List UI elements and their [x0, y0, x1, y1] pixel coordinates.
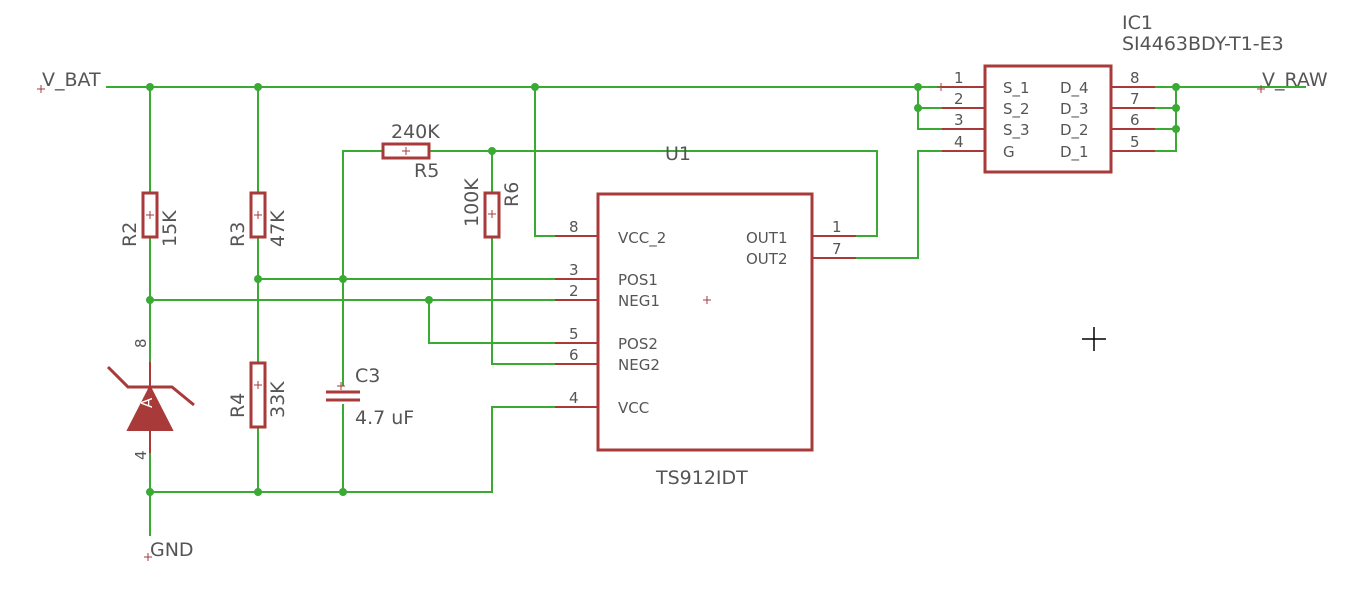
u1-name: U1 [665, 143, 691, 165]
junction-dot [146, 296, 154, 304]
ic1-name: IC1 [1122, 12, 1153, 34]
u1-pin-number: 3 [569, 261, 579, 279]
u1-body [596, 192, 814, 452]
u1-pin-label: NEG2 [618, 356, 660, 374]
junction-dot [914, 83, 922, 91]
zener-diode[interactable]: 8 4 A [106, 338, 195, 460]
ic1-pin-label: D_4 [1060, 79, 1089, 98]
c3-name: C3 [355, 365, 380, 387]
ic1-body [983, 64, 1113, 174]
junction-dot [488, 147, 496, 155]
junction-dot [146, 83, 154, 91]
ic1-value: SI4463BDY-T1-E3 [1122, 33, 1284, 55]
u1-pin-number: 8 [569, 218, 579, 236]
junction-dot [339, 488, 347, 496]
junction-dot [1172, 83, 1180, 91]
r6-value: 100K [461, 178, 483, 227]
u1-pin-label: POS1 [618, 271, 658, 289]
ic1-pin-number: 2 [954, 90, 964, 108]
ic1-pin-number: 8 [1130, 69, 1140, 87]
ic1-pin-label: S_3 [1003, 121, 1030, 140]
ic1-pin-number: 7 [1130, 90, 1140, 108]
crosshair-cursor-icon [1082, 327, 1106, 351]
u1-value: TS912IDT [655, 467, 748, 489]
origin-marks [37, 85, 1265, 561]
r2-name: R2 [119, 222, 141, 247]
junction-dot [914, 104, 922, 112]
ic1-pin-number: 3 [954, 111, 964, 129]
u1-pin-number: 4 [569, 389, 579, 407]
u1-pin-label: POS2 [618, 335, 658, 353]
junction-dot [1172, 104, 1180, 112]
u1-pin-number: 2 [569, 282, 579, 300]
junctions [146, 83, 1180, 496]
ic1-pin-label: S_1 [1003, 79, 1030, 98]
ic1-pin-label: G [1003, 143, 1015, 161]
wires [106, 86, 1306, 536]
u1-pin-label: OUT2 [746, 250, 788, 268]
u1-pin-label: VCC_2 [618, 229, 666, 248]
diode-triangle [126, 384, 174, 431]
u1-pin-number: 5 [569, 325, 579, 343]
zener-mark: A [138, 397, 156, 408]
r4-value: 33K [267, 381, 289, 418]
resistor-r2[interactable]: R2 15K [119, 191, 181, 247]
junction-dot [254, 488, 262, 496]
ic1-pin-number: 6 [1130, 111, 1140, 129]
c3-value: 4.7 uF [355, 407, 414, 429]
u1-pin-label: NEG1 [618, 292, 660, 310]
r3-value: 47K [267, 210, 289, 247]
zener-pin-bottom: 4 [132, 450, 150, 460]
r5-name: R5 [414, 160, 439, 182]
junction-dot [339, 275, 347, 283]
u1-pin-label: OUT1 [746, 229, 788, 247]
r5-value: 240K [391, 121, 440, 143]
resistor-r5[interactable]: 240K R5 [381, 121, 440, 182]
net-label-v-raw: V_RAW [1262, 69, 1328, 91]
r3-name: R3 [227, 222, 249, 247]
capacitor-c3[interactable]: C3 4.7 uF [326, 365, 414, 429]
r2-value: 15K [159, 210, 181, 247]
junction-dot [254, 275, 262, 283]
ic1-pin-label: D_3 [1060, 100, 1089, 119]
net-label-gnd: GND [150, 539, 194, 561]
u1-pin-number: 7 [832, 240, 842, 258]
u1-pin-number: 1 [832, 218, 842, 236]
u1-pin-label: VCC [618, 399, 649, 417]
ic1-pin-label: D_1 [1060, 143, 1089, 162]
junction-dot [254, 83, 262, 91]
ic1-pin-label: S_2 [1003, 100, 1030, 119]
ic1-pin-number: 5 [1130, 133, 1140, 151]
resistor-r4[interactable]: R4 33K [227, 361, 289, 429]
r6-name: R6 [501, 182, 523, 207]
u1-pin-number: 6 [569, 346, 579, 364]
junction-dot [425, 296, 433, 304]
ic1-pin-label: D_2 [1060, 121, 1089, 140]
opamp-u1[interactable]: 8 VCC_2 3 POS1 2 NEG1 5 POS2 6 NEG2 4 VC… [555, 143, 856, 489]
net-label-v-bat: V_BAT [42, 69, 101, 91]
r4-name: R4 [227, 393, 249, 418]
diode-bar [106, 365, 195, 407]
mosfet-ic1[interactable]: 1 S_1 2 S_2 3 S_3 4 G 8 D_4 7 D_3 6 D_2 … [937, 12, 1284, 174]
resistor-r6[interactable]: 100K R6 [461, 178, 523, 239]
ic1-pin-number: 4 [954, 133, 964, 151]
ic1-pin-number: 1 [954, 69, 964, 87]
junction-dot [1172, 125, 1180, 133]
resistor-r3[interactable]: R3 47K [227, 191, 289, 247]
junction-dot [146, 488, 154, 496]
junction-dot [531, 83, 539, 91]
zener-pin-top: 8 [132, 338, 150, 348]
